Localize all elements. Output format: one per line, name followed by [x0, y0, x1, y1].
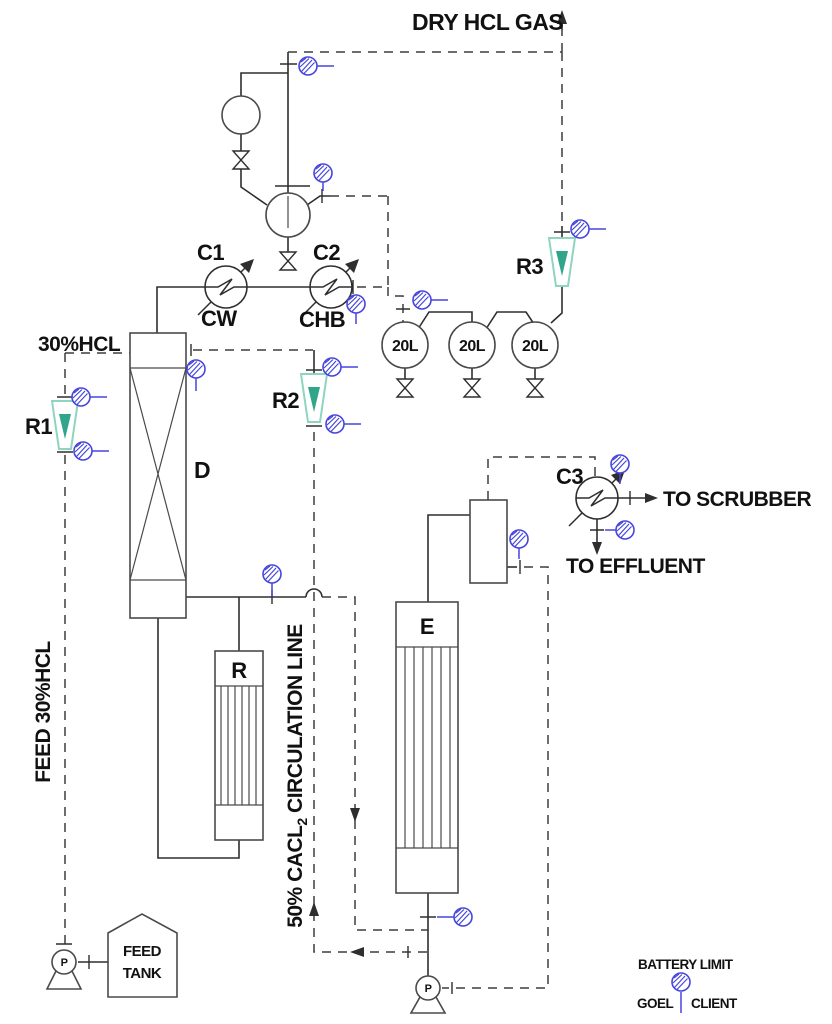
receiver-3	[511, 321, 559, 369]
battery-limit-marker-icon	[346, 294, 366, 314]
catch-pot	[265, 192, 311, 238]
seal-pot	[221, 95, 261, 135]
label-cacl2-subscript: 2	[294, 818, 310, 826]
battery-limit-marker-icon	[322, 357, 342, 377]
battery-limit-marker-icon	[298, 56, 318, 76]
valve-icon	[232, 150, 250, 170]
valve-icon	[463, 378, 481, 398]
valve-icon	[396, 378, 414, 398]
label-30pct-hcl: 30%HCL	[38, 333, 121, 356]
battery-limit-marker-icon	[71, 387, 91, 407]
battery-limit-marker-icon	[262, 564, 282, 584]
battery-limit-marker-icon	[313, 163, 333, 183]
dashed-pipes	[64, 30, 596, 989]
label-r3: R3	[516, 254, 543, 279]
flange-ticks	[56, 63, 631, 994]
label-c2: C2	[313, 240, 340, 265]
label-feed-tank-1: FEED	[123, 943, 162, 960]
valve-icon	[279, 251, 297, 271]
heater-r	[214, 650, 264, 841]
label-r2: R2	[272, 388, 299, 413]
label-c3: C3	[556, 464, 583, 489]
battery-limit-marker-icon	[509, 529, 529, 549]
battery-limit-marker-icon	[453, 907, 473, 927]
label-cw: CW	[201, 306, 237, 331]
label-feed-tank-2: TANK	[123, 965, 162, 982]
label-r1: R1	[25, 414, 52, 439]
label-battery-limit: BATTERY LIMIT	[638, 957, 734, 972]
battery-limit-marker-icon	[186, 359, 206, 379]
label-receiver-1: 20L	[392, 338, 419, 355]
label-column-d: D	[194, 457, 210, 483]
feed-tank	[107, 913, 178, 998]
flow-arrows	[309, 10, 658, 957]
label-to-scrubber: TO SCRUBBER	[663, 488, 811, 511]
process-pipes	[78, 16, 653, 977]
label-heater-r: R	[231, 658, 247, 683]
label-evaporator-e: E	[420, 614, 434, 639]
battery-limit-marker-icon	[412, 290, 432, 310]
label-cacl2-prefix: 50% CACL	[284, 825, 307, 928]
label-dry-hcl-gas: DRY HCL GAS	[412, 9, 563, 35]
label-chb: CHB	[299, 307, 345, 332]
receiver-2	[448, 321, 496, 369]
diagram-labels: DRY HCL GAS 30%HCL C1 CW C2 CHB C3 R1 R2…	[25, 9, 812, 1011]
separator-pot	[469, 499, 508, 584]
battery-limit-marker-icon	[570, 219, 590, 239]
battery-limit-marker-icon	[610, 454, 630, 474]
label-client: CLIENT	[691, 996, 738, 1011]
battery-limit-marker-icon	[73, 441, 93, 461]
label-feed-pump-p: P	[61, 957, 68, 969]
label-cacl2-circulation-line: 50% CACL2 CIRCULATION LINE	[284, 624, 310, 928]
label-receiver-2: 20L	[459, 338, 486, 355]
column-d	[129, 332, 187, 619]
feed-pump	[45, 949, 83, 990]
legend-battery-limit-icon	[671, 972, 691, 992]
receiver-1	[381, 321, 429, 369]
label-cacl2-suffix: CIRCULATION LINE	[284, 624, 307, 819]
circulation-pump	[409, 975, 447, 1014]
label-goel: GOEL	[637, 996, 674, 1011]
label-receiver-3: 20L	[522, 338, 549, 355]
label-feed-30-hcl: FEED 30%HCL	[32, 641, 55, 783]
label-circulation-pump-p: P	[425, 983, 432, 995]
valve-icon	[526, 378, 544, 398]
label-c1: C1	[197, 240, 224, 265]
label-to-effluent: TO EFFLUENT	[566, 555, 705, 578]
battery-limit-markers	[71, 56, 691, 1013]
battery-limit-marker-icon	[615, 520, 635, 540]
evaporator-e	[395, 601, 459, 894]
battery-limit-marker-icon	[325, 414, 345, 434]
rotameter-floats	[59, 251, 568, 439]
